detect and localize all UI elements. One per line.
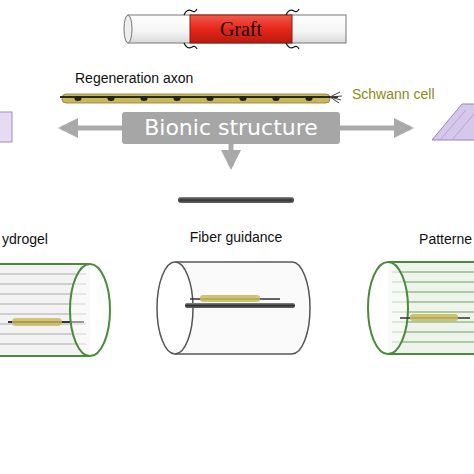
cell-nucleus: [306, 96, 313, 101]
cell-nucleus: [75, 96, 82, 101]
arrow-connector: [229, 144, 234, 166]
pattern-groove: [392, 341, 474, 342]
cell-nucleus: [207, 96, 214, 101]
node-text: Graft: [220, 17, 262, 41]
arrow-connector: [62, 126, 122, 131]
pattern-icon: [432, 104, 474, 140]
node-text: Fiber guidance: [190, 229, 283, 246]
node-text: Patterne: [419, 231, 472, 248]
fiber-conduit: [157, 262, 310, 354]
node-text: ydrogel: [2, 231, 48, 248]
node-text: Bionic structure: [144, 115, 318, 141]
axon-with-schwann-cells: [60, 92, 342, 103]
pattern-groove: [392, 271, 474, 272]
bionic-structure-box: Bionic structure: [122, 112, 340, 144]
fiber-guidance-item: Fiber guidance: [160, 166, 312, 246]
suture: [184, 9, 299, 49]
cell-nucleus: [273, 96, 280, 101]
cell-nucleus: [174, 96, 181, 101]
hydrogel-conduit: [0, 264, 110, 356]
patterned-item: Patterne: [410, 110, 472, 248]
axon-label: Regeneration axon: [75, 70, 193, 86]
schwann-cell-label: Schwann cell: [352, 86, 435, 102]
fiber-rod: [178, 197, 294, 203]
cell-nucleus: [108, 96, 115, 101]
hydrogel-icon: [0, 112, 12, 142]
nerve-cylinder: [124, 15, 346, 43]
graft-segment: Graft: [190, 15, 292, 43]
hydrogel-stripe: [0, 274, 86, 275]
arrow-connector: [340, 126, 410, 131]
hydrogel-stripe: [0, 344, 86, 345]
hydrogel-item: ydrogel: [2, 110, 62, 248]
cell-nucleus: [240, 96, 247, 101]
patterned-conduit: [368, 262, 474, 354]
cell-nucleus: [141, 96, 148, 101]
